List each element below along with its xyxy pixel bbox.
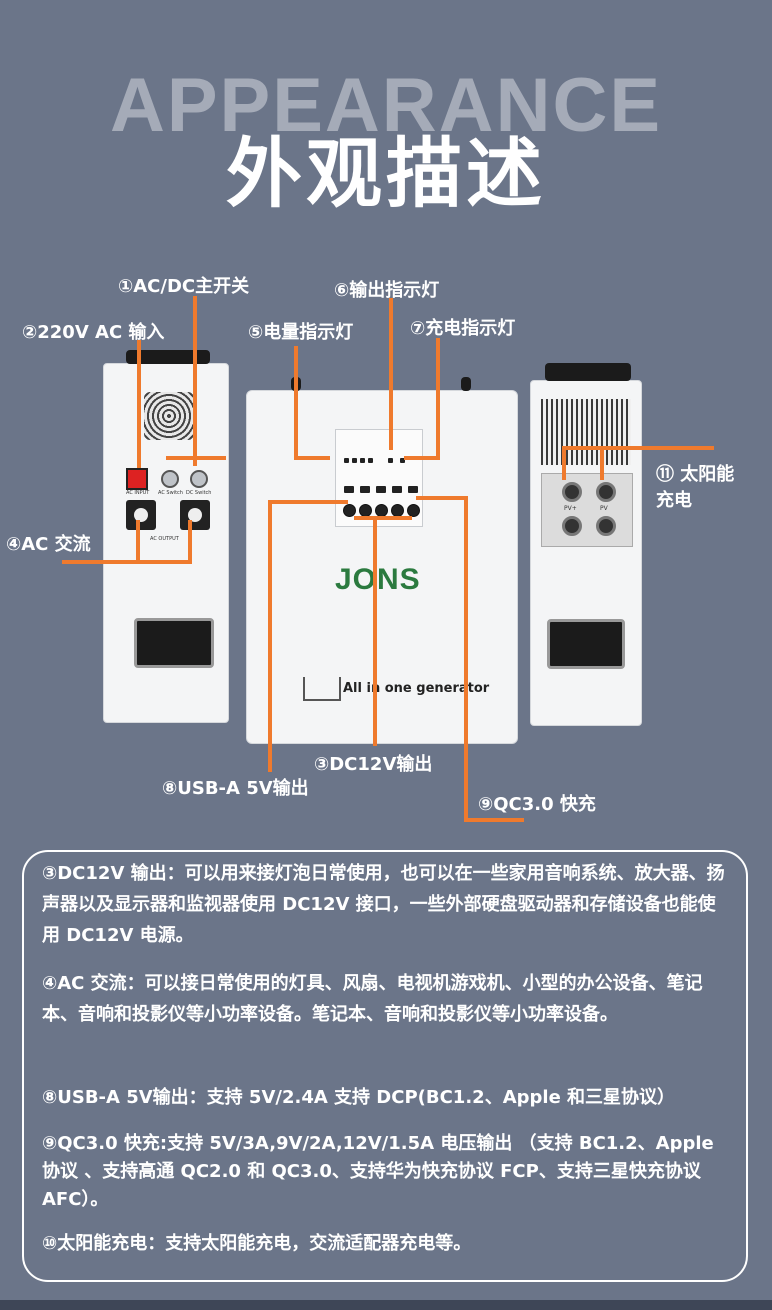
desc-ac-output: ④AC 交流：可以接日常使用的灯具、风扇、电视机游戏机、小型的办公设备、笔记本、…: [42, 973, 703, 1025]
battery-led-2: [352, 458, 357, 463]
pv-label-1: PV+: [564, 505, 577, 512]
ac-input-port: [126, 468, 148, 490]
dc-port-5: [407, 504, 420, 517]
battery-led-3: [360, 458, 365, 463]
wire-4c: [188, 520, 192, 564]
battery-led-1: [344, 458, 349, 463]
ac-socket-left: [126, 500, 156, 530]
wire-4a: [62, 560, 192, 564]
pv-port-4: [596, 516, 616, 536]
brand-logo: JONS: [335, 563, 421, 596]
fan-icon: [144, 392, 194, 440]
left-device-image: AC INPUT AC Switch DC Switch AC OUTPUT: [103, 350, 229, 723]
vent-grill: [541, 399, 631, 465]
wire-11c: [600, 446, 604, 480]
pv-panel: PV+ PV: [541, 473, 633, 547]
wire-7a: [436, 338, 440, 460]
label-qc3-fast-charge: ⑨QC3.0 快充: [478, 794, 596, 815]
label-charge-indicator: ⑦充电指示灯: [410, 318, 516, 339]
top-handle-right: [545, 363, 631, 381]
wire-8b: [268, 500, 348, 504]
top-handle: [126, 350, 210, 364]
ac-switch-label: AC Switch: [158, 490, 183, 496]
wire-5a: [294, 346, 298, 458]
charge-led: [400, 458, 405, 463]
desc-qc3: ⑨QC3.0 快充:支持 5V/3A,9V/2A,12V/1.5A 电压输出 （…: [42, 1133, 714, 1210]
wire-11b: [562, 446, 566, 480]
ac-input-label: AC INPUT: [126, 490, 150, 496]
top-latch-right: [461, 377, 471, 391]
desc-usb-a: ⑧USB-A 5V输出：支持 5V/2.4A 支持 DCP(BC1.2、Appl…: [42, 1087, 676, 1108]
wire-5b: [294, 456, 330, 460]
pv-label-2: PV: [600, 505, 608, 512]
ac-output-label: AC OUTPUT: [150, 536, 179, 542]
ac-switch: [161, 470, 179, 488]
wire-9a: [464, 496, 468, 822]
usb-port-2: [360, 486, 370, 493]
pv-port-3: [562, 516, 582, 536]
dc-switch: [190, 470, 208, 488]
wire-7b: [404, 456, 440, 460]
usb-port-4: [392, 486, 402, 493]
side-handle-right: [547, 619, 625, 669]
label-220v-input: ②220V AC 输入: [22, 322, 165, 343]
desc-dc12v: ③DC12V 输出：可以用来接灯泡日常使用，也可以在一些家用音响系统、放大器、扬…: [42, 863, 725, 946]
label-ac-dc-switch: ①AC/DC主开关: [118, 276, 250, 297]
label-dc12v-output: ③DC12V输出: [314, 754, 433, 775]
wire-11a: [562, 446, 714, 450]
side-handle: [134, 618, 214, 668]
wire-3b: [354, 516, 412, 520]
wire-2: [137, 340, 141, 468]
output-led: [388, 458, 393, 463]
pv-positive-port: [562, 482, 582, 502]
usb-port-3: [376, 486, 386, 493]
wire-4b: [136, 520, 140, 564]
label-battery-indicator: ⑤电量指示灯: [248, 322, 354, 343]
bottom-strip: [0, 1300, 772, 1310]
page-title: 外观描述: [226, 129, 546, 218]
control-panel: [335, 429, 423, 527]
ac-socket-right: [180, 500, 210, 530]
wire-9b: [416, 496, 468, 500]
wire-8a: [268, 500, 272, 772]
dc-switch-label: DC Switch: [186, 490, 212, 496]
pv-negative-port: [596, 482, 616, 502]
label-output-indicator: ⑥输出指示灯: [334, 280, 440, 301]
label-solar-charge: ⑪ 太阳能 充电: [656, 464, 735, 511]
wire-9c: [464, 818, 524, 822]
background-heading: APPEARANCE: [109, 63, 663, 148]
label-ac-output: ④AC 交流: [6, 534, 91, 555]
house-icon: [303, 677, 341, 701]
label-usb-a-output: ⑧USB-A 5V输出: [162, 778, 309, 799]
desc-solar: ⑩太阳能充电：支持太阳能充电，交流适配器充电等。: [42, 1233, 472, 1254]
description-box: [22, 850, 748, 1282]
wire-6: [389, 298, 393, 450]
product-tagline: All in one generator: [343, 681, 490, 696]
qc-port: [408, 486, 418, 493]
battery-led-4: [368, 458, 373, 463]
wire-1a: [193, 296, 197, 466]
wire-3a: [373, 520, 377, 746]
right-device-image: PV+ PV: [530, 363, 642, 726]
dc-port-1: [343, 504, 356, 517]
usb-port-1: [344, 486, 354, 493]
center-device-image: JONS All in one generator: [246, 377, 518, 744]
wire-1b: [166, 456, 226, 460]
